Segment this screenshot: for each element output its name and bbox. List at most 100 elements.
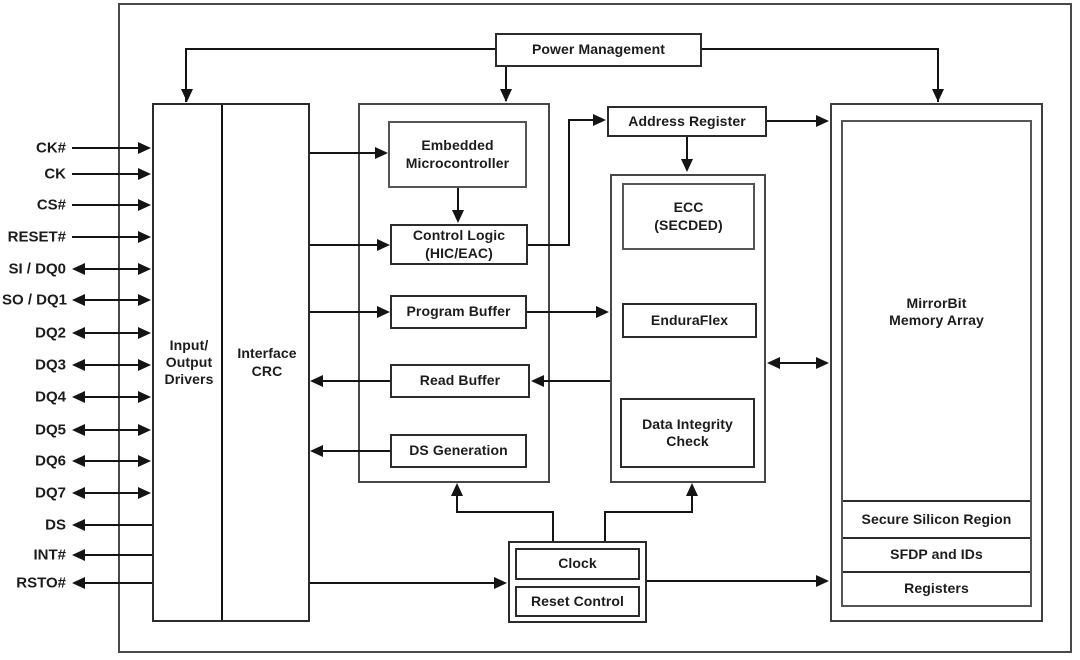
wire-segment [527,311,600,313]
sfdp-and-ids-row: SFDP and IDs [843,537,1030,571]
signal-label-dq5: DQ5 [35,421,66,439]
signal-arrow-out [72,359,85,371]
ds-generation-block: DS Generation [390,434,527,468]
signal-wire [85,332,139,334]
signal-wire [85,268,139,270]
enduraflex-label: EnduraFlex [650,311,729,328]
signal-label-cs: CS# [36,196,66,214]
signal-arrow-in [138,359,151,371]
wire-segment [528,244,570,246]
wire-segment [221,103,223,622]
wire-segment [686,137,688,165]
power-management-label: Power Management [531,41,666,58]
signal-arrow-in [138,294,151,306]
clock-label: Clock [558,555,597,572]
address-register-block: Address Register [607,106,767,137]
signal-wire [72,204,140,206]
reset-control-block: Reset Control [515,586,640,617]
secure-silicon-region-row: Secure Silicon Region [843,500,1030,537]
arrowhead-r [593,114,606,126]
signal-arrow-out [72,519,85,531]
mirrorbit-memory-array-block: MirrorBit Memory Array Secure Silicon Re… [841,120,1032,607]
signal-label-sidq0: SI / DQ0 [8,260,66,278]
signal-arrow-out [72,455,85,467]
wire-segment [604,511,693,513]
signal-label-reset: RESET# [7,228,66,246]
signal-arrow-out [72,424,85,436]
io-drivers-block: Input/ Output Drivers [154,105,224,620]
wire-segment [319,450,390,452]
signal-label-dq4: DQ4 [35,388,66,406]
signal-label-int: INT# [33,546,66,564]
io-drivers-label: Input/ Output Drivers [164,336,214,388]
control-logic-block: Control Logic (HIC/EAC) [390,224,528,265]
arrowhead-r [375,147,388,159]
wire-segment [456,492,458,513]
signal-arrow-out [72,391,85,403]
secure-silicon-region-label: Secure Silicon Region [861,510,1012,527]
signal-arrow-out [72,294,85,306]
arrowhead-d [681,159,693,172]
arrowhead-d [181,89,193,102]
signal-arrow-out [72,577,85,589]
wire-segment [186,48,496,50]
signal-label-ck: CK# [35,139,66,157]
arrowhead-r [377,306,390,318]
wire-segment [319,380,390,382]
embedded-microcontroller-block: Embedded Microcontroller [388,121,527,188]
program-buffer-block: Program Buffer [390,295,527,329]
signal-wire [85,492,139,494]
signal-arrow-out [72,549,85,561]
signal-arrow-in [138,168,151,180]
arrowhead-u [686,483,698,496]
data-integrity-check-block: Data Integrity Check [620,398,755,468]
control-logic-label: Control Logic (HIC/EAC) [412,227,506,261]
signal-wire [85,524,153,526]
signal-wire [85,460,139,462]
signal-arrow-out [72,487,85,499]
signal-arrow-in [138,231,151,243]
wire-segment [691,492,693,513]
memory-group [830,103,1043,622]
embedded-microcontroller-label: Embedded Microcontroller [405,137,510,171]
signal-label-sodq1: SO / DQ1 [2,291,68,309]
arrowhead-r [377,239,390,251]
wire-segment [775,362,822,364]
arrowhead-d [932,89,944,102]
controller-group [358,103,550,483]
enduraflex-block: EnduraFlex [622,303,757,338]
signal-wire [85,554,153,556]
wire-segment [767,120,820,122]
signal-wire [72,173,140,175]
interface-crc-label: Interface CRC [237,345,297,379]
signal-wire [85,429,139,431]
arrowhead-l [310,375,323,387]
signal-arrow-in [138,487,151,499]
mirrorbit-title-area: MirrorBit Memory Array [843,122,1030,502]
wire-segment [568,119,596,121]
signal-label-rsto: RSTO# [16,574,66,592]
wire-segment [568,119,570,246]
arrowhead-l [531,375,544,387]
arrowhead-l [767,357,780,369]
registers-label: Registers [904,580,969,597]
signal-arrow-in [138,263,151,275]
arrowhead-r [816,575,829,587]
signal-label-dq3: DQ3 [35,356,66,374]
signal-label-ck: CK [44,165,66,183]
ecc-secded-label: ECC (SECDED) [654,199,723,233]
arrowhead-l [310,445,323,457]
arrowhead-r [596,306,609,318]
io-interface-block: Input/ Output Drivers Interface CRC [152,103,310,622]
clock-block: Clock [515,548,640,580]
arrowhead-d [500,89,512,102]
signal-wire [85,364,139,366]
signal-arrow-in [138,142,151,154]
signal-arrow-in [138,199,151,211]
wire-segment [310,244,380,246]
power-management-block: Power Management [495,33,702,67]
arrowhead-d [452,210,464,223]
signal-label-dq2: DQ2 [35,324,66,342]
chip-boundary [118,3,1072,653]
